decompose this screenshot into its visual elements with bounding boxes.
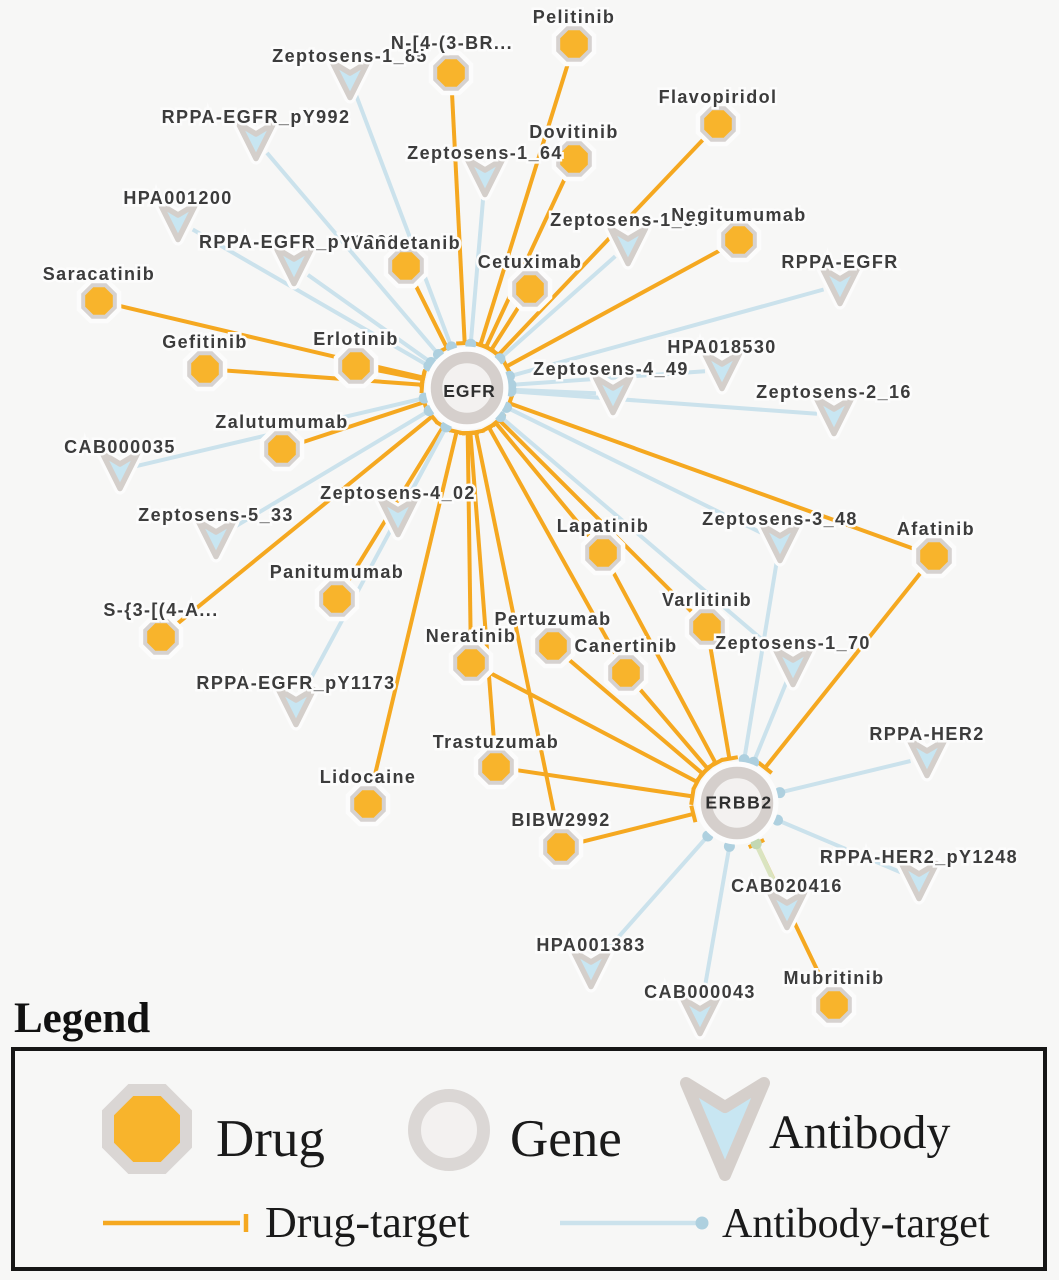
svg-text:Negitumumab: Negitumumab bbox=[671, 205, 806, 225]
svg-text:Zeptosens-1_64: Zeptosens-1_64 bbox=[407, 143, 563, 163]
svg-text:Pelitinib: Pelitinib bbox=[533, 7, 616, 27]
svg-text:CAB020416: CAB020416 bbox=[731, 876, 843, 896]
svg-text:Flavopiridol: Flavopiridol bbox=[659, 87, 778, 107]
svg-text:BIBW2992: BIBW2992 bbox=[511, 810, 610, 830]
svg-text:Erlotinib: Erlotinib bbox=[313, 329, 399, 349]
svg-text:HPA001383: HPA001383 bbox=[536, 935, 645, 955]
svg-text:Antibody: Antibody bbox=[769, 1106, 950, 1159]
svg-text:Zeptosens-1_70: Zeptosens-1_70 bbox=[715, 633, 871, 653]
svg-text:Lidocaine: Lidocaine bbox=[320, 767, 417, 787]
svg-text:N-[4-(3-BR...: N-[4-(3-BR... bbox=[391, 33, 513, 53]
svg-text:Zeptosens-1_85: Zeptosens-1_85 bbox=[272, 46, 428, 66]
svg-text:Gene: Gene bbox=[510, 1110, 622, 1168]
svg-text:HPA001200: HPA001200 bbox=[123, 188, 232, 208]
svg-text:ERBB2: ERBB2 bbox=[705, 793, 772, 813]
svg-text:Afatinib: Afatinib bbox=[897, 519, 975, 539]
svg-text:RPPA-EGFR: RPPA-EGFR bbox=[781, 252, 898, 272]
svg-text:Lapatinib: Lapatinib bbox=[557, 516, 650, 536]
svg-text:Pertuzumab: Pertuzumab bbox=[494, 609, 611, 629]
svg-text:CAB000035: CAB000035 bbox=[64, 437, 176, 457]
svg-text:Zeptosens-3_48: Zeptosens-3_48 bbox=[702, 509, 858, 529]
svg-text:RPPA-EGFR_pY1068: RPPA-EGFR_pY1068 bbox=[199, 232, 399, 252]
svg-text:Drug-target: Drug-target bbox=[265, 1198, 469, 1247]
svg-text:Saracatinib: Saracatinib bbox=[43, 264, 155, 284]
svg-text:Vandetanib: Vandetanib bbox=[351, 233, 461, 253]
svg-text:RPPA-HER2_pY1248: RPPA-HER2_pY1248 bbox=[820, 847, 1018, 867]
svg-text:CAB000043: CAB000043 bbox=[644, 982, 756, 1002]
svg-text:Zeptosens-4_49: Zeptosens-4_49 bbox=[533, 359, 689, 379]
svg-text:RPPA-EGFR_pY1173: RPPA-EGFR_pY1173 bbox=[196, 673, 395, 693]
svg-text:RPPA-EGFR_pY992: RPPA-EGFR_pY992 bbox=[162, 107, 351, 127]
svg-text:Mubritinib: Mubritinib bbox=[784, 968, 885, 988]
svg-text:Dovitinib: Dovitinib bbox=[529, 122, 619, 142]
svg-text:Panitumumab: Panitumumab bbox=[270, 562, 404, 582]
svg-text:RPPA-HER2: RPPA-HER2 bbox=[869, 724, 984, 744]
svg-text:S-{3-[(4-A...: S-{3-[(4-A... bbox=[103, 600, 218, 620]
svg-text:Cetuximab: Cetuximab bbox=[478, 252, 583, 272]
svg-text:Legend: Legend bbox=[14, 995, 150, 1042]
svg-text:Antibody-target: Antibody-target bbox=[722, 1201, 990, 1247]
svg-text:Zalutumumab: Zalutumumab bbox=[215, 412, 348, 432]
svg-text:HPA018530: HPA018530 bbox=[667, 337, 776, 357]
svg-text:Zeptosens-2_16: Zeptosens-2_16 bbox=[756, 382, 912, 402]
svg-text:Neratinib: Neratinib bbox=[426, 626, 517, 646]
svg-text:Zeptosens-4_02: Zeptosens-4_02 bbox=[320, 483, 476, 503]
svg-text:Zeptosens-1_31: Zeptosens-1_31 bbox=[550, 210, 706, 230]
svg-text:Canertinib: Canertinib bbox=[574, 636, 677, 656]
svg-text:Zeptosens-5_33: Zeptosens-5_33 bbox=[138, 505, 294, 525]
svg-text:Trastuzumab: Trastuzumab bbox=[433, 732, 559, 752]
svg-text:Varlitinib: Varlitinib bbox=[662, 590, 752, 610]
svg-text:Drug: Drug bbox=[216, 1110, 325, 1168]
svg-text:Gefitinib: Gefitinib bbox=[162, 332, 248, 352]
svg-text:EGFR: EGFR bbox=[443, 381, 496, 401]
